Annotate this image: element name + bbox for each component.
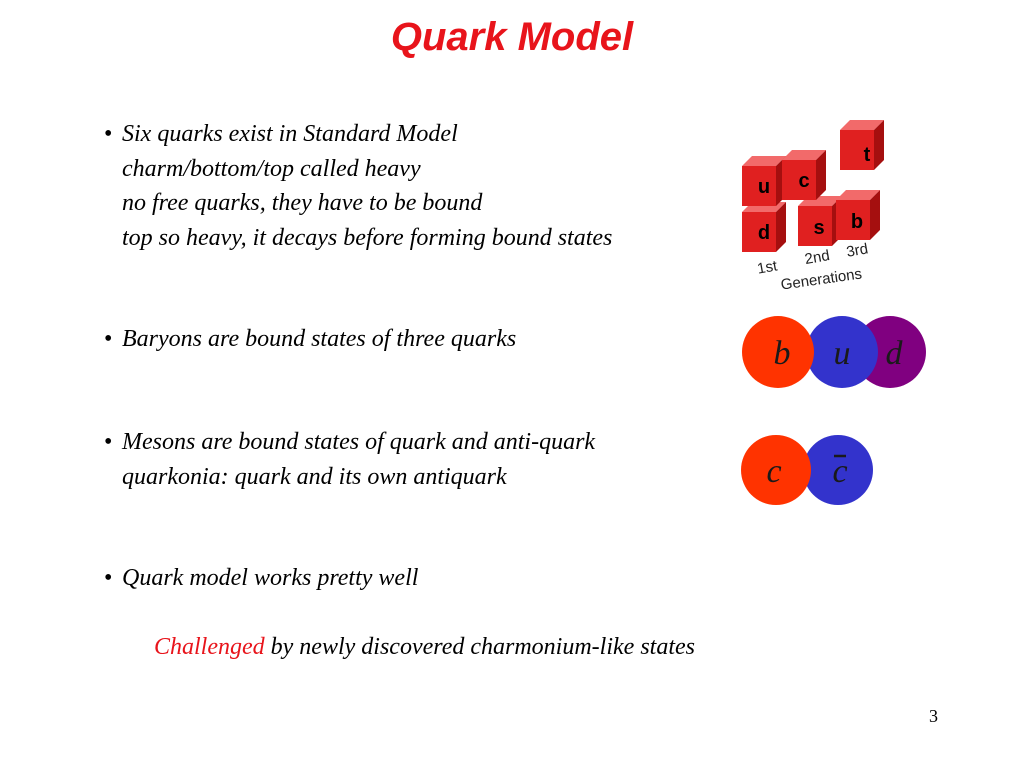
quark-symbol: c — [766, 453, 781, 490]
quark-cube-b: b — [836, 190, 880, 240]
bullet-block-baryons: • Baryons are bound states of three quark… — [104, 322, 516, 357]
page-number: 3 — [929, 706, 938, 726]
bullet-block-standard-model: • Six quarks exist in Standard Model char… — [104, 117, 612, 255]
quark-cube-t: t — [840, 120, 884, 170]
challenge-line: Challenged by newly discovered charmoniu… — [154, 630, 695, 665]
bullet-line: no free quarks, they have to be bound — [122, 190, 483, 216]
quark-symbol: b — [774, 335, 791, 372]
cube-letter: b — [851, 211, 863, 233]
bullet-line: Six quarks exist in Standard Model — [122, 121, 458, 147]
bullet-line: quarkonia: quark and its own antiquark — [122, 463, 507, 490]
quark-cube-u: u — [742, 156, 786, 206]
quark-cube-s: s — [798, 196, 842, 246]
quark-cube-d: d — [742, 202, 786, 252]
generation-label: 1st — [756, 257, 779, 277]
generation-label: 3rd — [845, 240, 869, 261]
bullet-line: Quark model works pretty well — [122, 565, 419, 591]
challenge-rest: by newly discovered charmonium-like stat… — [264, 634, 695, 660]
quark-circle-antiquark — [803, 435, 873, 505]
quark-circle-u — [806, 316, 878, 388]
generations-axis-label: Generations — [780, 265, 863, 293]
bullet-block-mesons: • Mesons are bound states of quark and an… — [104, 425, 595, 494]
generation-label: 2nd — [803, 247, 831, 268]
quark-symbol: u — [834, 335, 851, 372]
cube-letter: t — [864, 144, 871, 166]
bullet-line: Mesons are bound states of quark and ant… — [122, 429, 596, 455]
quark-circle-quark — [741, 435, 811, 505]
quark-symbol: c — [832, 453, 847, 490]
bullet-marker: • — [104, 565, 113, 591]
cube-letter: u — [758, 176, 770, 198]
bullet-line: charm/bottom/top called heavy — [122, 155, 421, 182]
bullet-line: top so heavy, it decays before forming b… — [122, 224, 613, 251]
quark-circle-b — [742, 316, 814, 388]
cube-letter: s — [813, 217, 824, 239]
cube-letter: d — [758, 222, 770, 244]
bullet-marker: • — [104, 429, 113, 455]
bullet-line: Baryons are bound states of three quarks — [122, 326, 517, 352]
challenge-highlight: Challenged — [154, 634, 265, 660]
cube-letter: c — [798, 170, 809, 192]
meson-illustration: c c — [741, 435, 873, 505]
quark-cubes-illustration: t d s b u c 1st 2nd 3rd Generations — [742, 120, 884, 294]
bullet-block-quark-model: • Quark model works pretty well — [104, 561, 418, 596]
quark-symbol: d — [886, 335, 904, 372]
quark-cube-c: c — [782, 150, 826, 200]
slide-title: Quark Model — [390, 15, 634, 59]
bullet-marker: • — [104, 326, 113, 352]
bullet-marker: • — [104, 121, 113, 147]
baryon-illustration: b u d — [742, 316, 926, 388]
